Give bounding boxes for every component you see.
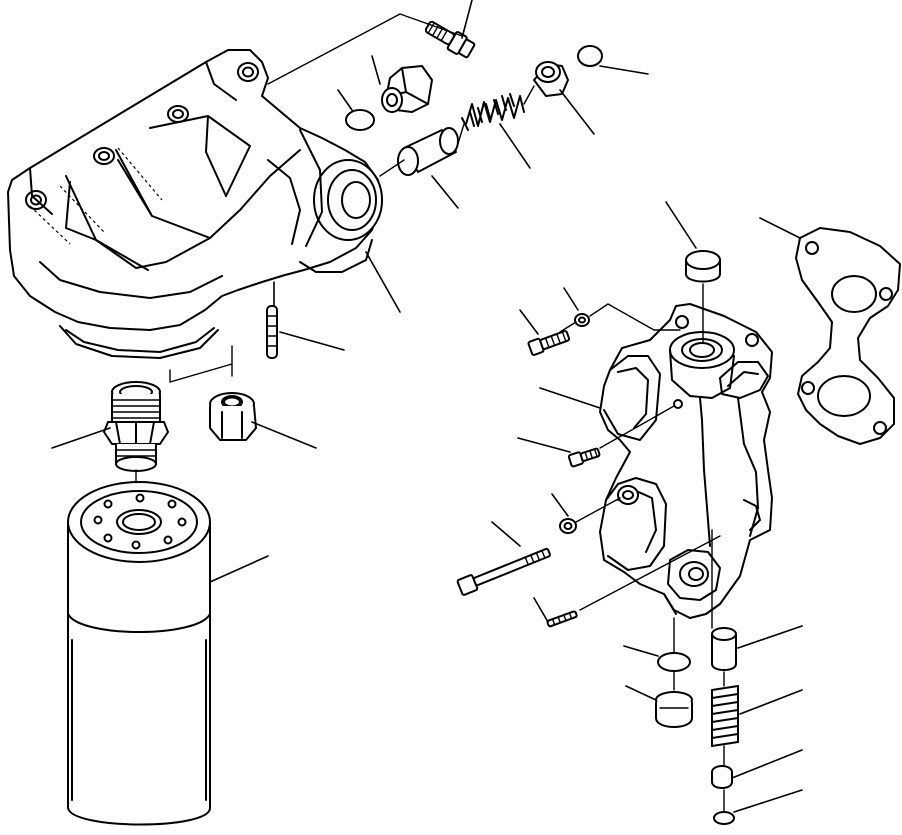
o-ring-part-2 — [577, 45, 603, 67]
pin-part — [546, 610, 578, 628]
relief-valve-piston-part — [397, 127, 459, 176]
filter-canister-part — [67, 481, 211, 826]
threaded-plug-part — [381, 65, 433, 113]
spring-part — [461, 93, 525, 131]
o-ring-part — [345, 109, 375, 131]
valve-seat-part-lower — [711, 765, 733, 789]
long-bolt-part — [456, 547, 551, 596]
screw-part — [567, 447, 601, 468]
spring-part-lower — [711, 685, 739, 747]
bolt-part — [424, 20, 476, 59]
cap-plug-part — [685, 250, 721, 283]
seal-ring-part — [657, 652, 691, 672]
o-ring-part-lower — [713, 811, 735, 825]
bolt-with-washer-part — [527, 330, 571, 356]
drain-plug-part — [209, 392, 257, 441]
valve-seat-part — [533, 61, 569, 97]
filter-head-housing — [7, 49, 383, 359]
dowel-pin-part — [266, 305, 278, 359]
plug-part-lower — [655, 691, 693, 728]
threaded-nipple-part — [103, 381, 169, 472]
gasket-part — [795, 227, 901, 445]
valve-body-part — [599, 303, 773, 619]
piston-part-lower — [711, 627, 737, 671]
